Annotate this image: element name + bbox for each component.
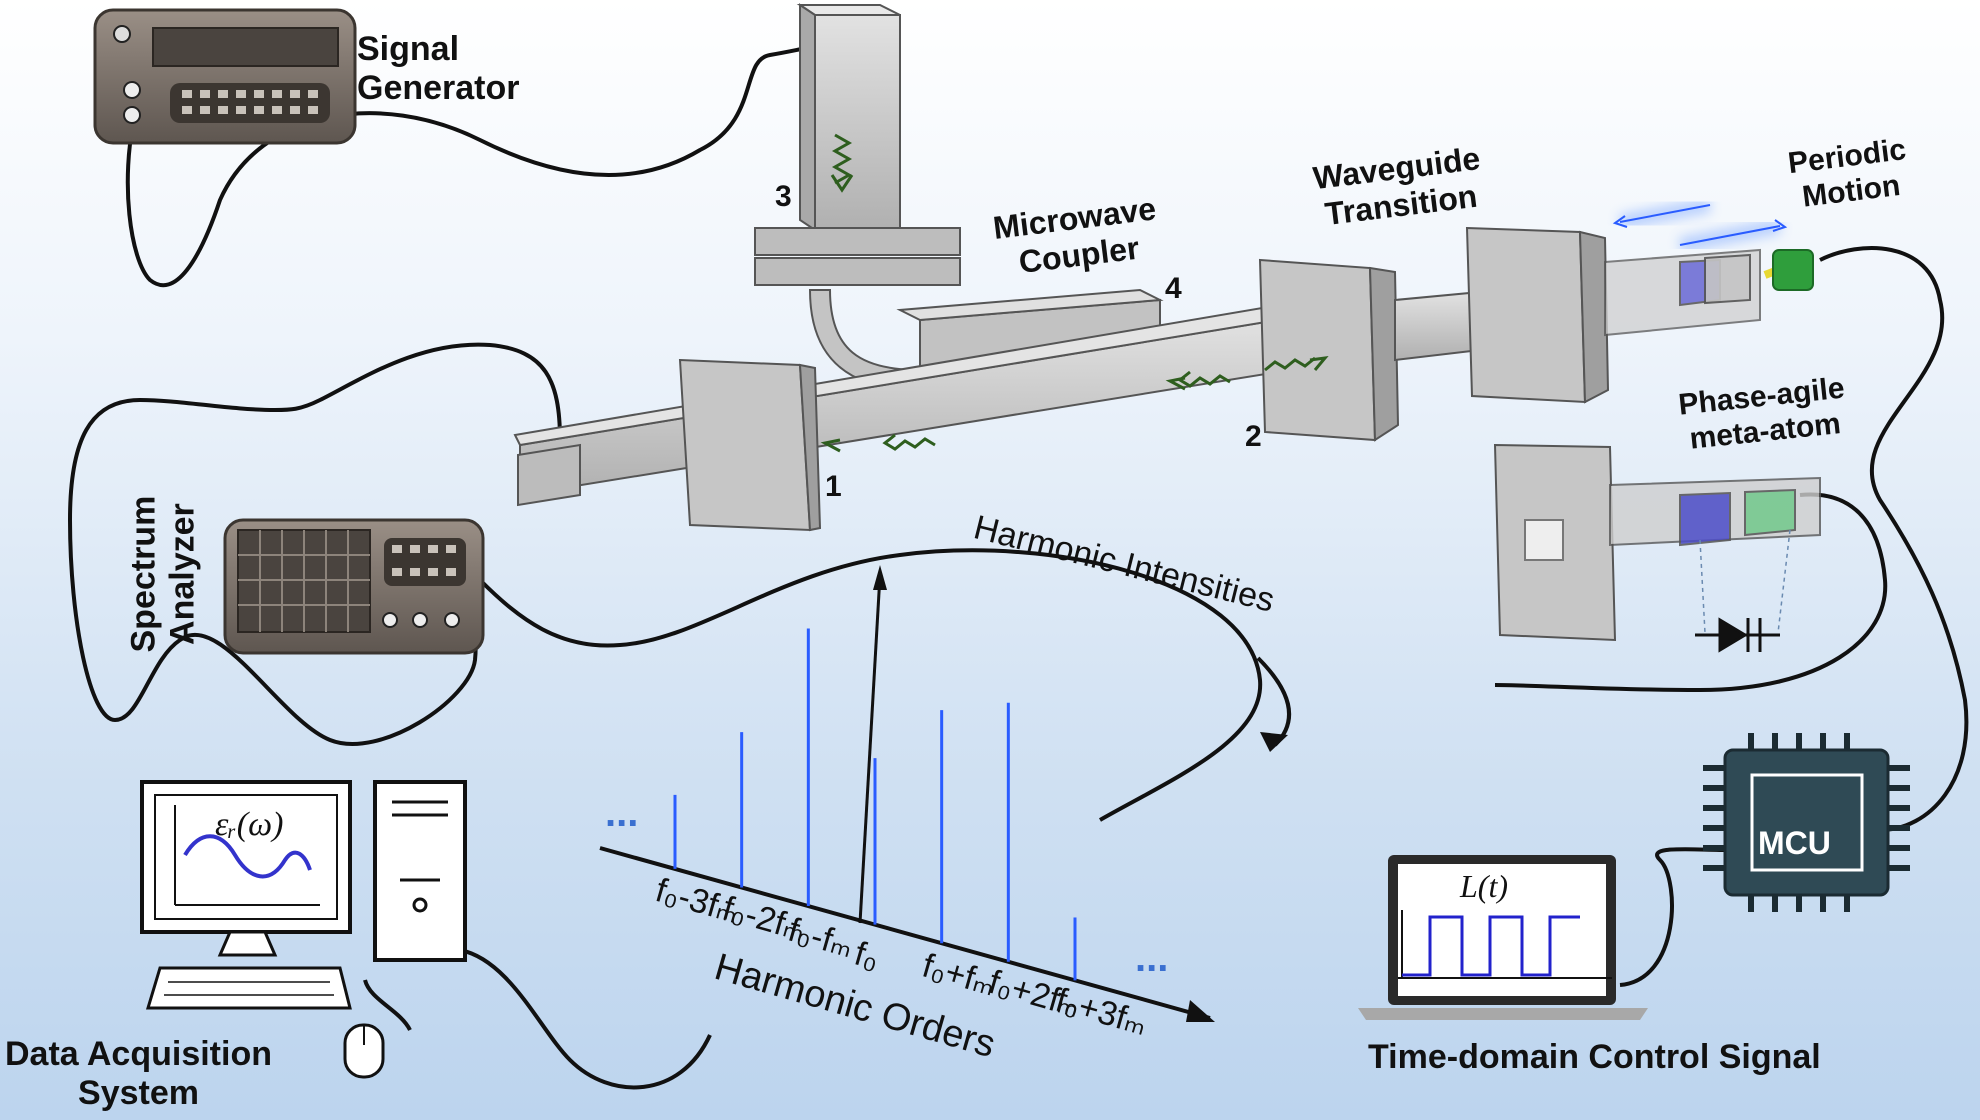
- spectrum-analyzer-label: Spectrum Analyzer: [124, 495, 202, 653]
- cable-spectrum-to-harmonics: [478, 548, 1263, 822]
- spectrum-analyzer-device: [223, 518, 485, 655]
- cable-spectrum-to-port1: [67, 342, 562, 746]
- cable-daq: [459, 948, 712, 1090]
- mcu-label: MCU: [1758, 825, 1831, 861]
- lt-label: L(t): [1460, 868, 1508, 904]
- periodic-motion-arrows: [1612, 198, 1788, 252]
- data-acquisition-label: Data Acquisition System: [5, 1035, 272, 1113]
- right-ellipsis: ...: [1135, 936, 1169, 980]
- cable-phase-agile: [1494, 492, 1888, 693]
- port-4-label: 4: [1165, 272, 1182, 305]
- signal-generator-device: [93, 8, 357, 145]
- left-ellipsis: ...: [605, 791, 639, 835]
- waveguide-assembly: [513, 3, 1821, 653]
- port-1-label: 1: [825, 470, 842, 503]
- cable-periodic-to-mcu: [1819, 246, 1969, 832]
- cable-generator-to-coupler: [125, 43, 834, 288]
- periodic-motion-label: Periodic Motion: [1786, 133, 1908, 214]
- time-domain-label: Time-domain Control Signal: [1368, 1038, 1821, 1076]
- cables: [67, 43, 1969, 1090]
- harmonic-chart: [599, 565, 1292, 1022]
- cable-laptop-to-mcu: [1619, 847, 1731, 987]
- port-3-label: 3: [775, 180, 792, 213]
- harmonic-axis: [599, 846, 1211, 1020]
- daq-computer: [140, 780, 467, 1079]
- signal-generator-label: Signal Generator: [357, 30, 520, 108]
- epsilon-label: εᵣ(ω): [215, 806, 284, 843]
- port-2-label: 2: [1245, 420, 1262, 453]
- control-laptop: [1358, 855, 1648, 1020]
- mcu-chip: [1703, 733, 1910, 912]
- cable-daq-mouse: [363, 979, 412, 1032]
- flow-arrows: [820, 133, 1329, 453]
